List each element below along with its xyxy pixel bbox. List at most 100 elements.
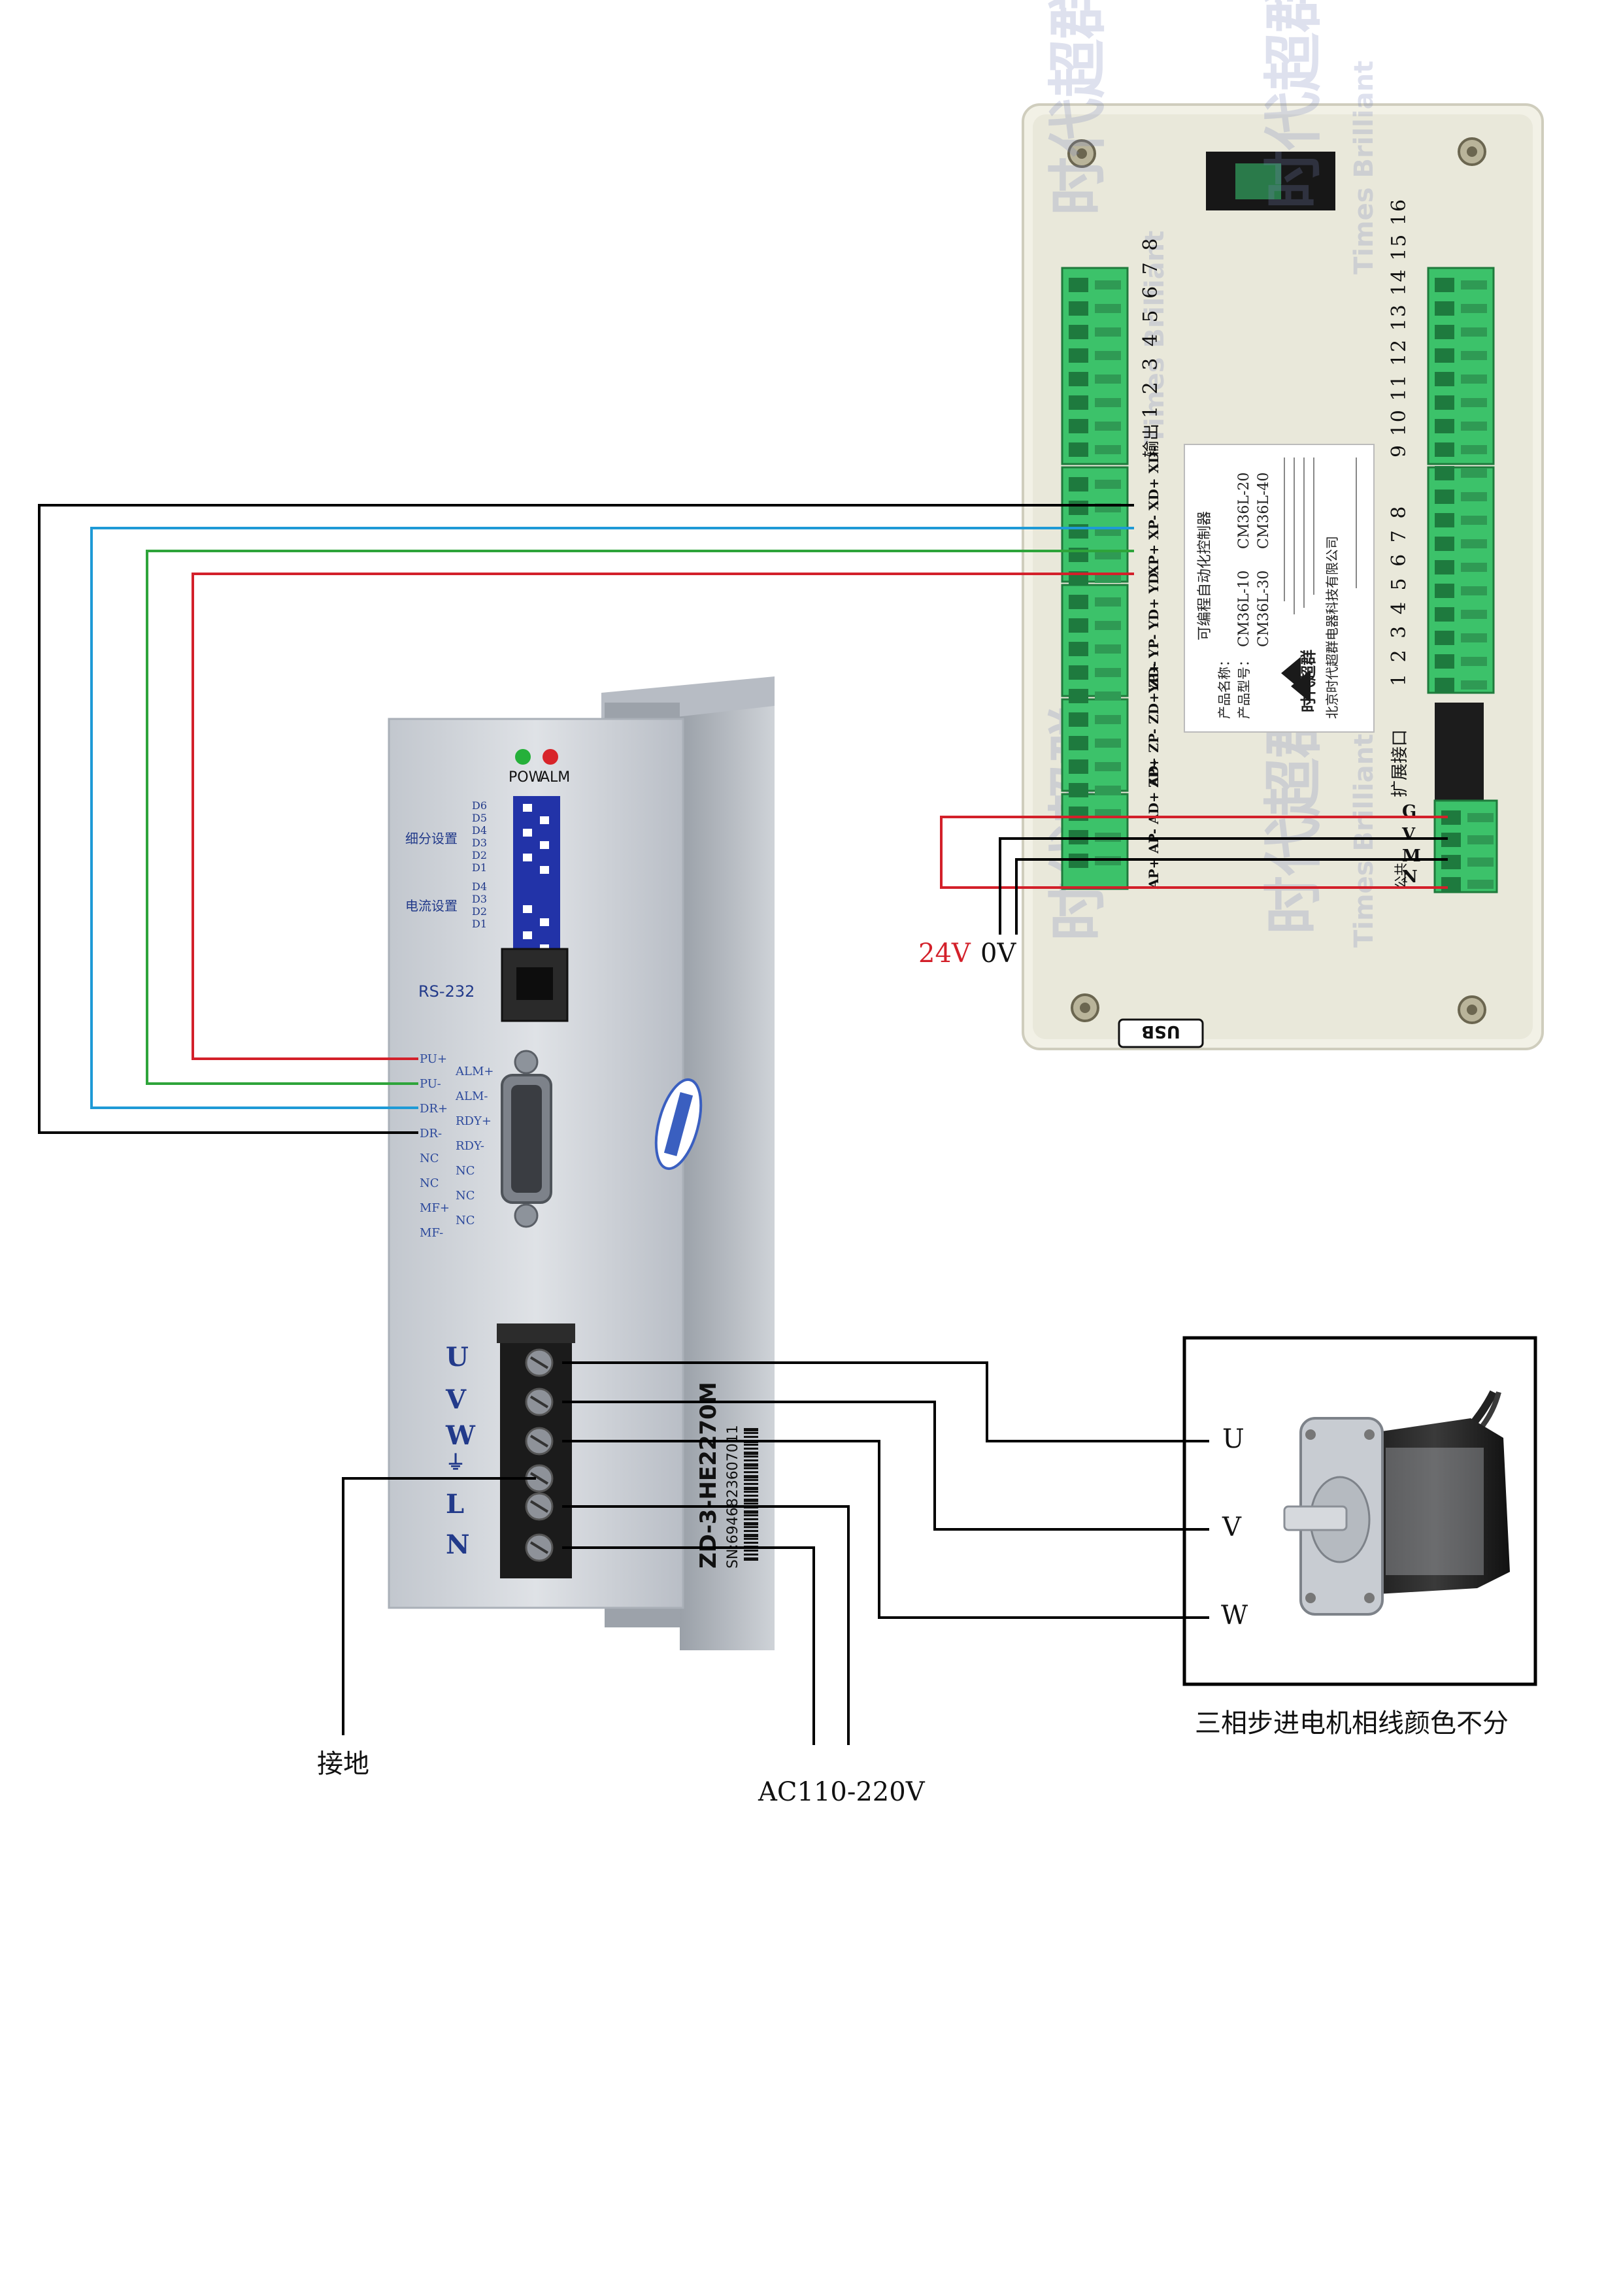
power-pin-label: G	[1402, 802, 1416, 822]
screw-slot	[529, 1395, 549, 1408]
barcode-bar	[744, 1487, 758, 1490]
barcode-bar	[744, 1499, 758, 1502]
barcode-bar	[744, 1530, 758, 1532]
terminal-slot	[1461, 492, 1487, 501]
input-numbers-b: 1 2 3 4 5 6 7 8	[1388, 504, 1411, 686]
dip-switch-knob[interactable]	[523, 854, 532, 861]
screw-icon	[1458, 137, 1486, 166]
nameplate	[1184, 444, 1375, 733]
terminal-screw-icon	[1435, 419, 1454, 433]
terminal-screw-icon	[1069, 278, 1088, 292]
dip-switch-knob[interactable]	[540, 841, 549, 849]
nameplate-title: 可编程自动化控制器	[1197, 511, 1213, 641]
terminal-slot	[1461, 351, 1487, 360]
barcode-bar	[744, 1452, 758, 1455]
terminal-slot	[1467, 857, 1494, 867]
usb-port	[1118, 1018, 1204, 1048]
barcode-bar	[744, 1471, 758, 1473]
terminal-screw-icon	[1069, 642, 1088, 656]
dip-switch-knob[interactable]	[523, 804, 532, 812]
terminal-slot	[1461, 539, 1487, 548]
blue-wire	[90, 527, 1134, 1109]
rs232-socket	[516, 967, 553, 1000]
terminal-screw-icon	[1435, 607, 1454, 622]
terminal-slot	[1461, 398, 1487, 407]
alm-led-icon	[543, 749, 558, 765]
terminal-slot	[1095, 351, 1121, 360]
screw-slot	[529, 1435, 549, 1448]
terminal-screw-icon	[1441, 833, 1461, 847]
stepper-motor-icon	[1283, 1390, 1510, 1616]
pin-label: DR+	[420, 1102, 448, 1116]
terminal-screw-icon	[1435, 490, 1454, 504]
terminal-slot	[1095, 374, 1121, 384]
dip-sub-label: D3	[472, 837, 487, 849]
screw-slot	[529, 1541, 549, 1554]
dip-cur-label: D1	[472, 918, 487, 930]
terminal-screw-icon	[1435, 278, 1454, 292]
dip-sub-label: D5	[472, 812, 487, 824]
terminal-label: L	[446, 1489, 464, 1520]
pin-label: PU+	[420, 1052, 447, 1066]
terminal-slot	[1095, 597, 1121, 607]
nameplate-product-model: 产品型号：	[1236, 654, 1252, 719]
dip-sub-label: D4	[472, 824, 487, 837]
db15-connector[interactable]	[501, 1050, 552, 1228]
nameplate-company: 北京时代超群电器科技有限公司	[1324, 536, 1340, 719]
dip-switch-knob[interactable]	[523, 829, 532, 837]
terminal-slot	[1095, 691, 1121, 701]
barcode-bar	[744, 1428, 758, 1431]
barcode-bar	[744, 1495, 758, 1497]
watermark: 时代超群 时代超群 时代超群 时代超群 Times Brilliant Time…	[1044, 0, 1379, 948]
power-0v-wire	[1015, 858, 1448, 935]
terminal-screw-icon	[1069, 348, 1088, 363]
terminal-screw-icon	[1069, 419, 1088, 433]
driver-heatsink	[680, 676, 775, 1650]
terminal-slot	[1461, 469, 1487, 478]
terminal-slot	[1467, 813, 1494, 822]
dip-switch-knob[interactable]	[523, 931, 532, 939]
terminal-slot	[1095, 668, 1121, 677]
wires	[38, 504, 1448, 1745]
dip-sub-label: D6	[472, 799, 487, 812]
dip-switch-knob[interactable]	[540, 816, 549, 824]
power-pin-label: V	[1401, 825, 1416, 844]
barcode-bar	[744, 1526, 758, 1528]
barcode-bar	[744, 1475, 758, 1478]
ground-wire	[342, 1477, 536, 1735]
pow-led-icon	[515, 749, 531, 765]
dip-switch-knob[interactable]	[540, 866, 549, 874]
terminal-slot	[1095, 715, 1121, 724]
terminal-screw-icon	[1069, 524, 1088, 539]
ac-label: AC110-220V	[758, 1777, 926, 1807]
screw-icon	[1458, 995, 1486, 1024]
db15-socket	[511, 1085, 542, 1193]
terminal-screw-icon	[1441, 810, 1461, 825]
brand-logo-icon	[1281, 657, 1311, 703]
dip-sub-label: D2	[472, 849, 487, 861]
voltage-0v-label: 0V	[980, 939, 1016, 969]
terminal-slot	[1095, 398, 1121, 407]
terminal-slot	[1461, 610, 1487, 619]
dip-switch-knob[interactable]	[523, 905, 532, 913]
terminal-slot	[1461, 633, 1487, 642]
terminal-screw-icon	[1069, 395, 1088, 410]
barcode-bar	[744, 1503, 758, 1505]
ground-label: 接地	[317, 1749, 369, 1779]
terminal-screw-icon	[1441, 855, 1461, 869]
terminal-label: W	[445, 1420, 476, 1451]
terminal-screw-icon	[1069, 325, 1088, 339]
pin-label: NC	[420, 1152, 439, 1165]
barcode-bar	[744, 1436, 758, 1438]
pin-label: DR-	[420, 1127, 442, 1140]
barcode-bar	[744, 1459, 758, 1461]
barcode-bar	[744, 1510, 758, 1514]
dip-switch-knob[interactable]	[540, 918, 549, 926]
pow-led-label: POW	[509, 769, 543, 786]
driver-model: ZD-3-HE2270M	[695, 1382, 722, 1569]
terminal-screw-icon	[1435, 654, 1454, 669]
pin-label: MF+	[420, 1201, 450, 1215]
terminal-screw-icon	[1435, 325, 1454, 339]
barcode-bar	[744, 1467, 758, 1469]
power-24v-wire	[940, 816, 1448, 889]
